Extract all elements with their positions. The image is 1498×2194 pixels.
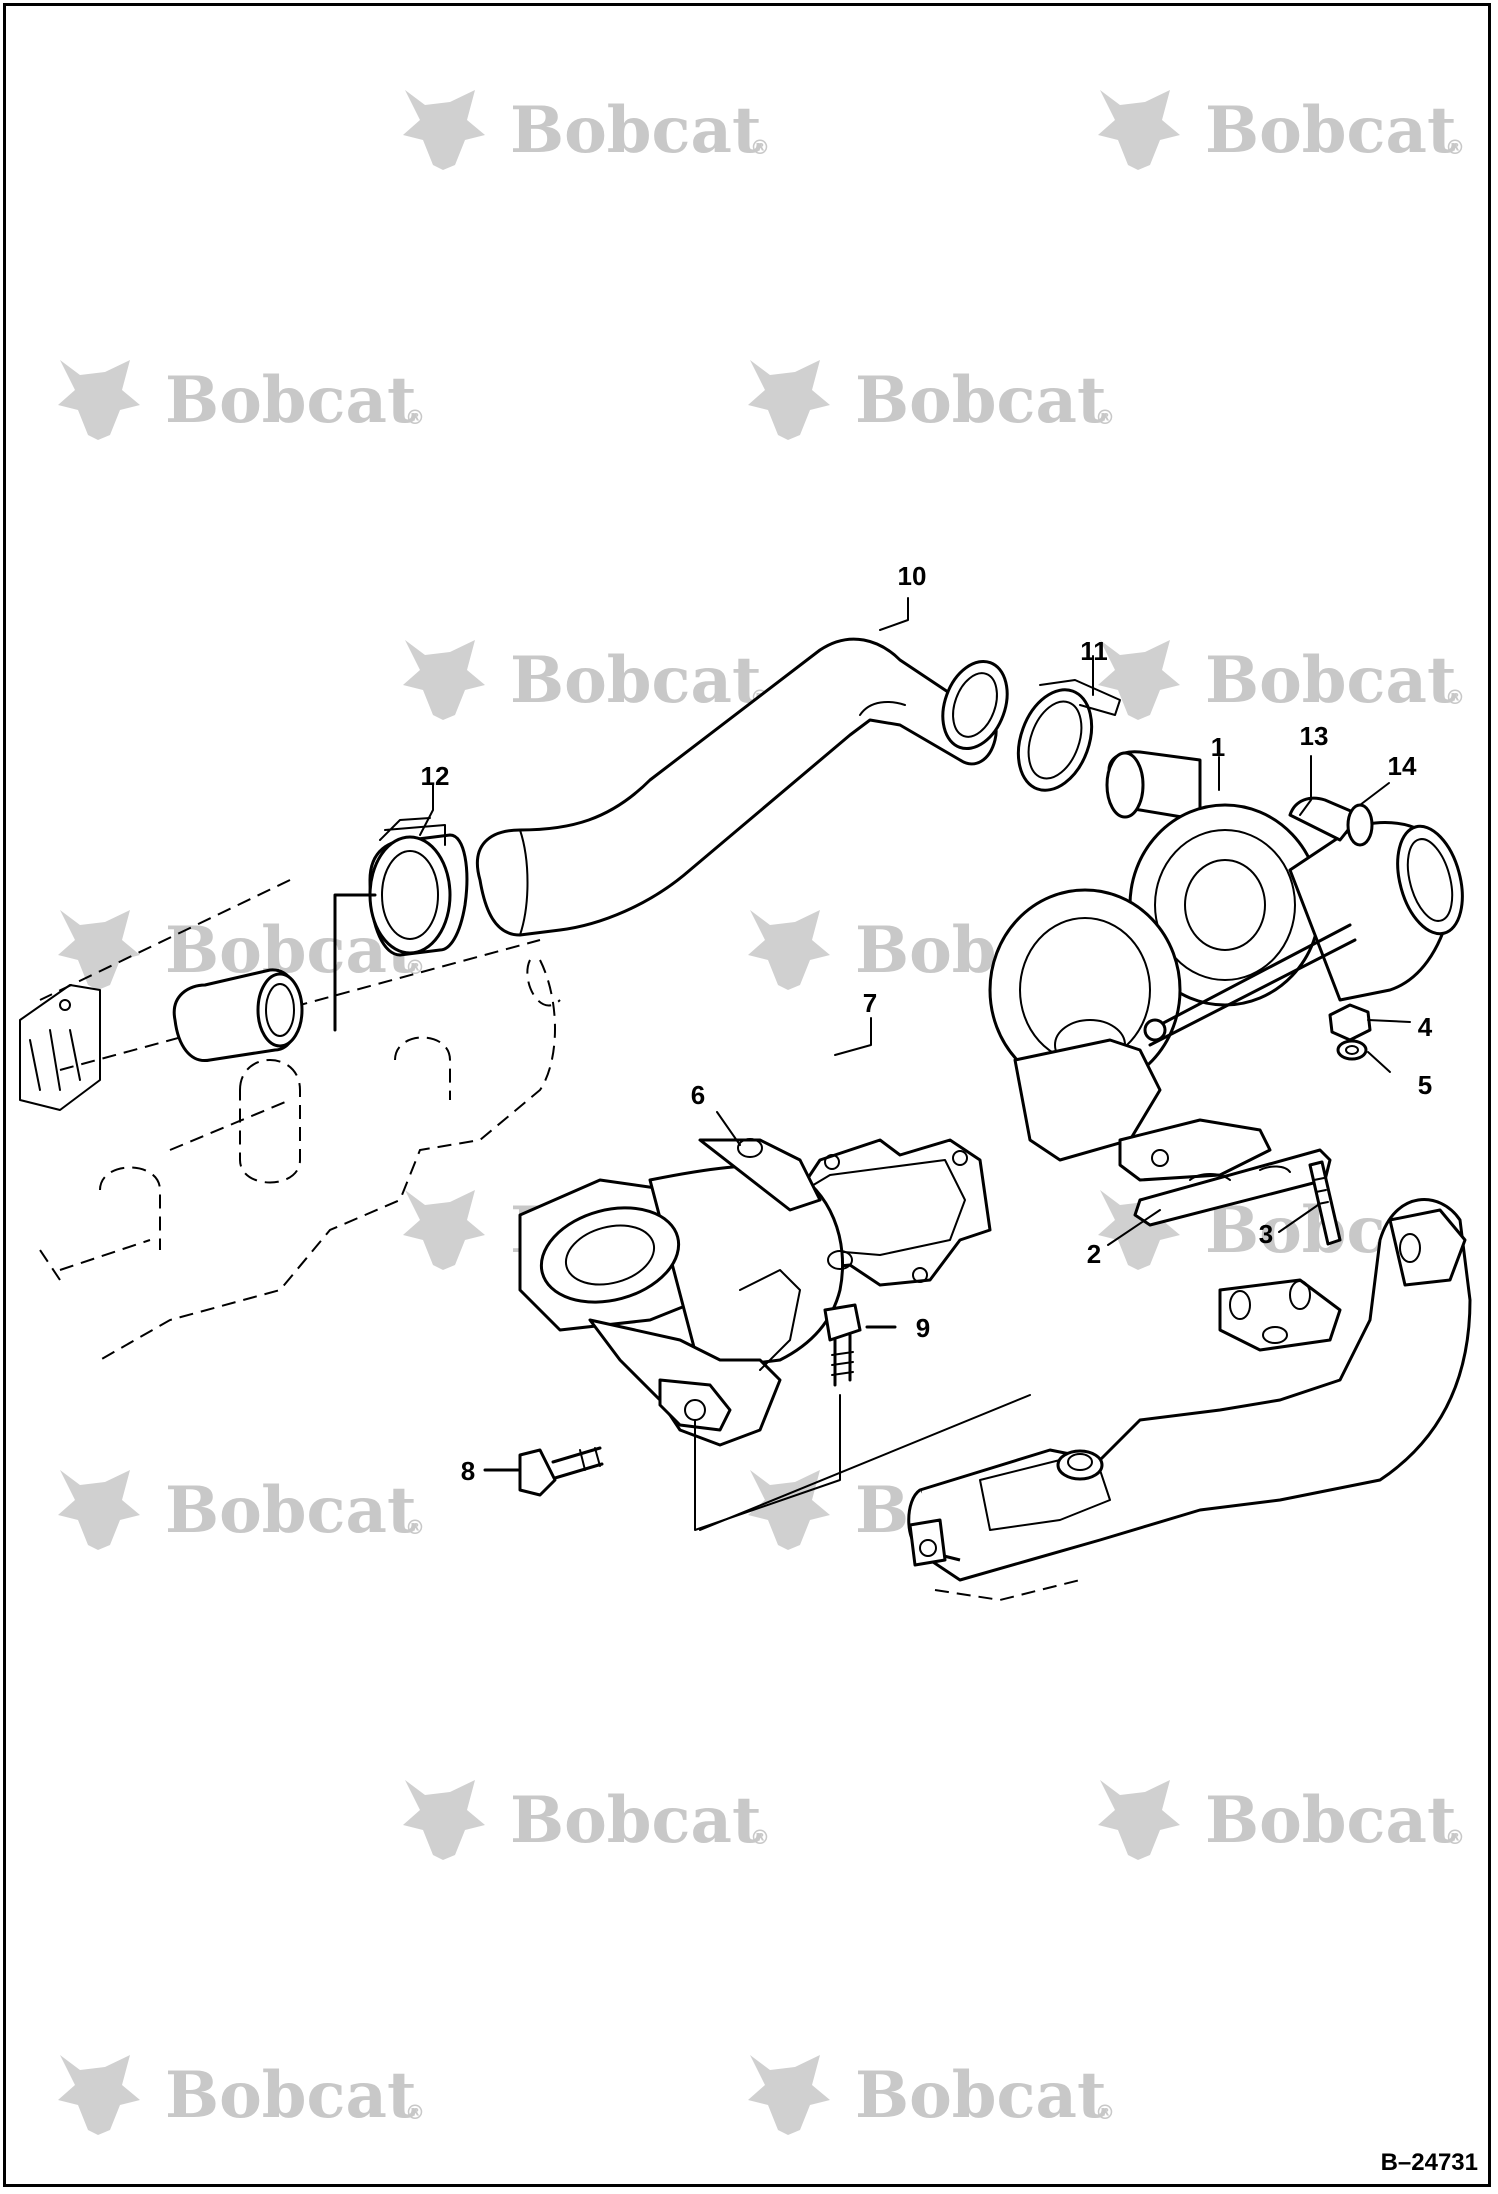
callout-11: 11 — [1080, 636, 1108, 666]
callout-9: 9 — [916, 1313, 930, 1343]
callout-7: 7 — [863, 988, 877, 1018]
watermark-text: Bobcat — [510, 93, 762, 168]
bobcat-watermark: Bobcat® — [748, 2055, 1115, 2135]
watermark-registered-mark: ® — [1445, 135, 1465, 159]
bobcat-watermark: Bobcat® — [58, 1470, 425, 1550]
part-10-intake-hose — [475, 637, 1009, 937]
watermark-registered-mark: ® — [750, 135, 770, 159]
part-1-turbocharger — [988, 750, 1464, 1182]
watermark-text: Bobcat — [1205, 93, 1457, 168]
part-12-clamp-and-coupler — [172, 817, 469, 1063]
part-3-stud — [1308, 1160, 1342, 1246]
bobcat-logo-icon — [58, 1470, 140, 1550]
watermark-text: Bobcat — [165, 2058, 417, 2133]
bobcat-watermark: Bobcat® — [403, 90, 770, 170]
callout-8: 8 — [461, 1456, 475, 1486]
callout-12: 12 — [421, 761, 450, 791]
callout-14: 14 — [1388, 751, 1417, 781]
bobcat-logo-icon — [58, 2055, 140, 2135]
watermark-text: Bobcat — [165, 363, 417, 438]
watermark-text: Bobcat — [510, 1783, 762, 1858]
bobcat-watermark: Bobcat® — [748, 360, 1115, 440]
watermark-registered-mark: ® — [405, 955, 425, 979]
page-border — [3, 3, 1491, 2187]
bobcat-watermark: Bobcat® — [1098, 90, 1465, 170]
bobcat-logo-icon — [403, 90, 485, 170]
callout-leader-lines — [419, 597, 1390, 1246]
bobcat-logo-icon — [748, 2055, 830, 2135]
bobcat-watermark: Bobcat® — [1098, 640, 1465, 720]
bobcat-logo-icon — [1098, 1780, 1180, 1860]
callout-6: 6 — [691, 1080, 705, 1110]
bobcat-logo-icon — [403, 640, 485, 720]
figure-reference: B–24731 — [1381, 2149, 1478, 2176]
watermark-text: Bobcat — [855, 2058, 1107, 2133]
watermark-registered-mark: ® — [1095, 405, 1115, 429]
callout-3: 3 — [1259, 1219, 1273, 1249]
exhaust-manifold — [907, 1198, 1472, 1602]
watermark-registered-mark: ® — [405, 405, 425, 429]
bobcat-logo-icon — [58, 910, 140, 990]
watermark-text: Bobcat — [510, 643, 762, 718]
watermark-registered-mark: ® — [750, 1825, 770, 1849]
bobcat-logo-icon — [748, 910, 830, 990]
bobcat-watermark: Bobcat® — [1098, 1780, 1465, 1860]
part-9-bolt — [823, 1303, 897, 1387]
bobcat-logo-icon — [58, 360, 140, 440]
callout-2: 2 — [1087, 1239, 1101, 1269]
watermark-text: Bobcat — [1205, 643, 1457, 718]
part-6-exhaust-elbow — [518, 1138, 853, 1447]
part-8-bolt — [483, 1446, 604, 1497]
callout-13: 13 — [1300, 721, 1329, 751]
callout-5: 5 — [1418, 1070, 1432, 1100]
bobcat-watermark: Bobcat® — [403, 640, 770, 720]
watermark-text: Bobcat — [855, 363, 1107, 438]
bobcat-watermark: Bobcat® — [58, 2055, 425, 2135]
bobcat-logo-icon — [1098, 640, 1180, 720]
part-4-5-nut-washer — [1328, 1003, 1411, 1073]
callout-4: 4 — [1418, 1012, 1433, 1042]
watermark-registered-mark: ® — [1095, 2100, 1115, 2124]
watermark-text: Bobcat — [1205, 1783, 1457, 1858]
bobcat-logo-icon — [748, 360, 830, 440]
leader-bracket-lines — [694, 1394, 1031, 1531]
watermark-text: Bobcat — [165, 1473, 417, 1548]
bobcat-watermark: Bobcat® — [403, 1780, 770, 1860]
bobcat-logo-icon — [1098, 90, 1180, 170]
watermark-registered-mark: ® — [405, 2100, 425, 2124]
watermark-registered-mark: ® — [1445, 685, 1465, 709]
bobcat-watermark: Bobcat® — [58, 360, 425, 440]
callout-labels: 1 2 3 4 5 6 7 8 9 10 11 12 13 14 — [421, 561, 1433, 1486]
callout-10: 10 — [898, 561, 927, 591]
watermark-layer: Bobcat®Bobcat®Bobcat®Bobcat®Bobcat®Bobca… — [58, 90, 1465, 2135]
watermark-registered-mark: ® — [1445, 1825, 1465, 1849]
bobcat-logo-icon — [403, 1190, 485, 1270]
part-11-clamp — [1016, 679, 1121, 792]
watermark-registered-mark: ® — [405, 1515, 425, 1539]
callout-1: 1 — [1211, 732, 1225, 762]
bobcat-logo-icon — [403, 1780, 485, 1860]
